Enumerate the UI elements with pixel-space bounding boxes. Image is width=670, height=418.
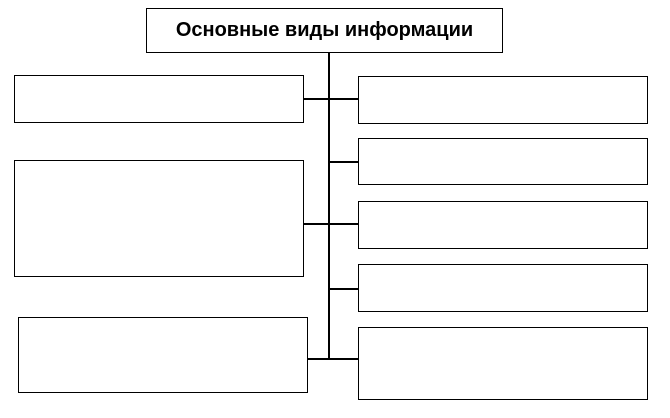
right-box-3 (358, 201, 648, 249)
connector-left-1 (303, 98, 329, 100)
connector-left-2 (303, 223, 329, 225)
connector-right-4 (329, 288, 359, 290)
title-box: Основные виды информации (146, 8, 503, 53)
connector-right-2 (329, 161, 359, 163)
connector-right-1 (329, 98, 359, 100)
right-box-2 (358, 138, 648, 185)
left-box-3 (18, 317, 308, 393)
left-box-2 (14, 160, 304, 277)
connector-left-3 (307, 358, 329, 360)
title-text: Основные виды информации (175, 19, 474, 41)
connector-right-3 (329, 223, 359, 225)
trunk-line (328, 52, 330, 360)
connector-right-5 (329, 358, 359, 360)
right-box-1 (358, 76, 648, 124)
right-box-4 (358, 264, 648, 312)
left-box-1 (14, 75, 304, 123)
right-box-5 (358, 327, 648, 400)
